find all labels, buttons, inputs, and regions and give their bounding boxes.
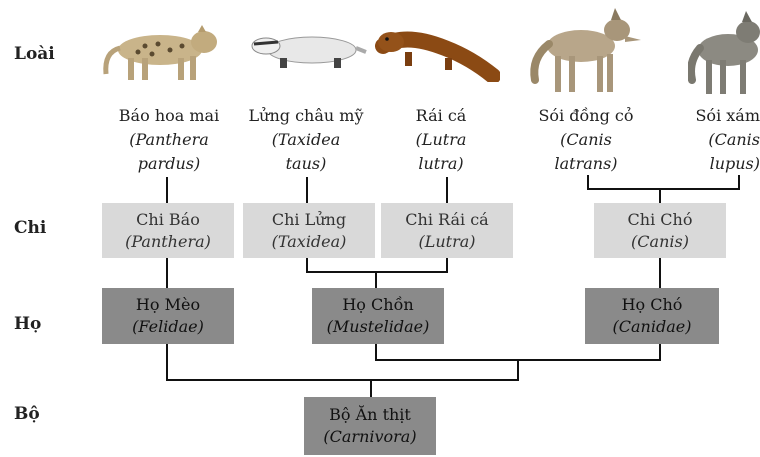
genus-name: Chi Chó (594, 209, 726, 231)
order-scientific-name: (Carnivora) (304, 426, 436, 448)
family-name: Họ Chồn (312, 294, 444, 316)
genus-name: Chi Báo (102, 209, 234, 231)
rank-label-species: Loài (14, 44, 55, 64)
species-common-name: Sói đồng cỏ (538, 106, 633, 125)
genus-name: Chi Rái cá (381, 209, 513, 231)
otter-icon (375, 26, 500, 82)
species-common-name: Sói xám (695, 106, 760, 125)
family-name: Họ Mèo (102, 294, 234, 316)
genus-scientific-name: (Canis) (594, 231, 726, 253)
genus-box-lutra: Chi Rái cá (Lutra) (381, 203, 513, 258)
species-scientific-name: (Canis (528, 128, 644, 152)
rank-label-family: Họ (14, 314, 41, 334)
connector-line (587, 188, 740, 190)
family-scientific-name: (Felidae) (102, 316, 234, 338)
connector-line (375, 271, 377, 288)
species-gray-wolf: Sói xám (Canis lupus) (688, 104, 760, 176)
leopard-icon (100, 22, 230, 84)
species-scientific-name: taus) (244, 152, 368, 176)
connector-line (166, 258, 168, 288)
species-common-name: Lửng châu mỹ (249, 106, 364, 125)
coyote-icon (525, 8, 645, 98)
order-name: Bộ Ăn thịt (304, 404, 436, 426)
species-coyote: Sói đồng cỏ (Canis latrans) (528, 104, 644, 176)
species-scientific-name: latrans) (528, 152, 644, 176)
family-scientific-name: (Mustelidae) (312, 316, 444, 338)
genus-scientific-name: (Taxidea) (243, 231, 375, 253)
connector-line (587, 175, 589, 189)
species-badger: Lửng châu mỹ (Taxidea taus) (244, 104, 368, 176)
connector-line (659, 188, 661, 203)
connector-line (446, 177, 448, 203)
connector-line (659, 344, 661, 360)
connector-line (738, 175, 740, 189)
species-leopard: Báo hoa mai (Panthera pardus) (105, 104, 233, 176)
species-scientific-name: (Lutra (396, 128, 486, 152)
connector-line (166, 379, 519, 381)
species-scientific-name: pardus) (105, 152, 233, 176)
connector-line (306, 177, 308, 203)
connector-line (659, 258, 661, 288)
species-scientific-name: (Taxidea (244, 128, 368, 152)
connector-line (375, 344, 377, 360)
genus-name: Chi Lửng (243, 209, 375, 231)
species-scientific-name: lupus) (688, 152, 760, 176)
genus-box-taxidea: Chi Lửng (Taxidea) (243, 203, 375, 258)
genus-box-panthera: Chi Báo (Panthera) (102, 203, 234, 258)
species-scientific-name: (Canis (688, 128, 760, 152)
family-box-felidae: Họ Mèo (Felidae) (102, 288, 234, 344)
order-box-carnivora: Bộ Ăn thịt (Carnivora) (304, 397, 436, 455)
family-box-canidae: Họ Chó (Canidae) (585, 288, 719, 344)
species-common-name: Rái cá (416, 106, 467, 125)
rank-label-order: Bộ (14, 404, 40, 424)
connector-line (166, 344, 168, 380)
family-name: Họ Chó (585, 294, 719, 316)
rank-label-genus: Chi (14, 218, 46, 238)
connector-line (306, 258, 308, 272)
connector-line (517, 359, 519, 380)
badger-icon (250, 28, 370, 73)
connector-line (306, 271, 448, 273)
species-scientific-name: lutra) (396, 152, 486, 176)
genus-box-canis: Chi Chó (Canis) (594, 203, 726, 258)
family-scientific-name: (Canidae) (585, 316, 719, 338)
species-scientific-name: (Panthera (105, 128, 233, 152)
connector-line (166, 177, 168, 203)
species-common-name: Báo hoa mai (119, 106, 219, 125)
genus-scientific-name: (Lutra) (381, 231, 513, 253)
wolf-icon (688, 10, 760, 98)
connector-line (446, 258, 448, 272)
genus-scientific-name: (Panthera) (102, 231, 234, 253)
family-box-mustelidae: Họ Chồn (Mustelidae) (312, 288, 444, 344)
connector-line (370, 379, 372, 397)
species-otter: Rái cá (Lutra lutra) (396, 104, 486, 176)
